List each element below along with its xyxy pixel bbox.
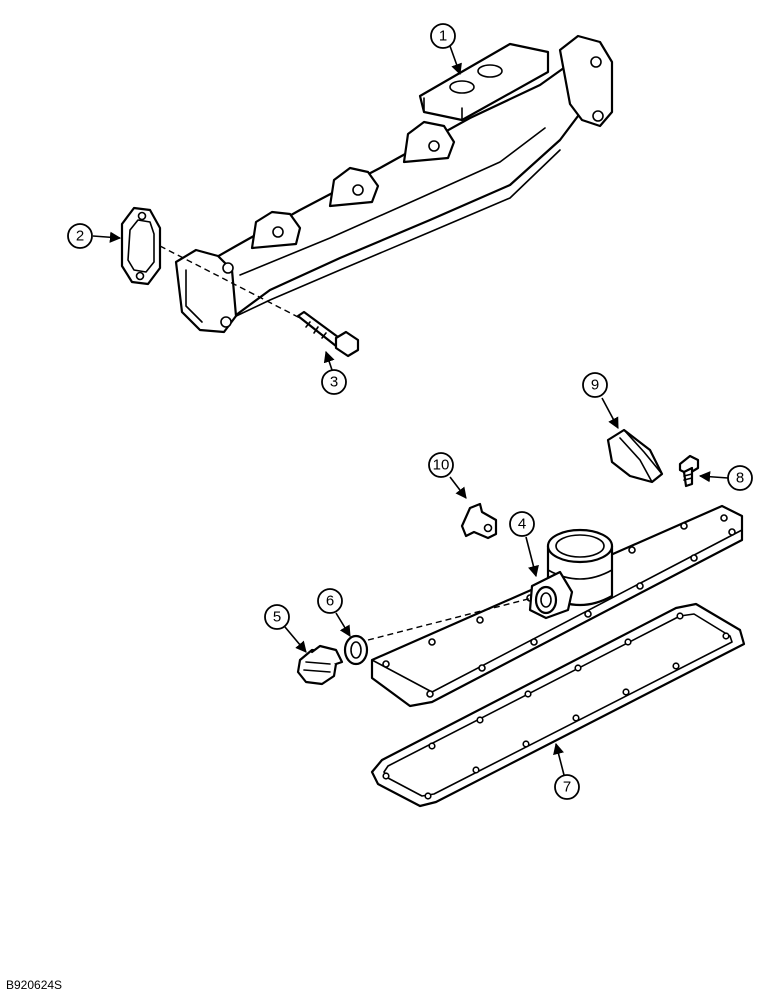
callout-5-number: 5 (273, 609, 281, 626)
callout-5: 5 (264, 604, 290, 630)
leader-lines (92, 45, 729, 776)
figure-code: B920624S (6, 978, 63, 992)
callout-2-number: 2 (76, 228, 84, 245)
exhaust-manifold (174, 34, 614, 334)
callout-9: 9 (582, 372, 608, 398)
sealing-washer (343, 634, 369, 666)
callout-4-number: 4 (518, 516, 526, 533)
callout-3-number: 3 (330, 374, 338, 391)
callout-3: 3 (321, 369, 347, 395)
aftercooler-cover (370, 504, 744, 708)
callout-10: 10 (428, 452, 454, 478)
callout-6: 6 (317, 588, 343, 614)
pipe-plug (296, 644, 344, 686)
cover-gasket (370, 602, 746, 808)
callout-8: 8 (727, 465, 753, 491)
mounting-bracket (606, 428, 664, 484)
callout-9-number: 9 (591, 377, 599, 394)
callout-2: 2 (67, 223, 93, 249)
manifold-gasket (120, 206, 162, 286)
callout-7-number: 7 (563, 779, 571, 796)
callout-1-number: 1 (439, 28, 447, 45)
cap-screw (678, 454, 700, 488)
manifold-bolt (296, 310, 360, 358)
callout-1: 1 (430, 23, 456, 49)
callout-6-number: 6 (326, 593, 334, 610)
callout-4: 4 (509, 511, 535, 537)
callout-7: 7 (554, 774, 580, 800)
callout-8-number: 8 (736, 470, 744, 487)
clip (460, 502, 498, 540)
callout-10-number: 10 (433, 457, 450, 474)
